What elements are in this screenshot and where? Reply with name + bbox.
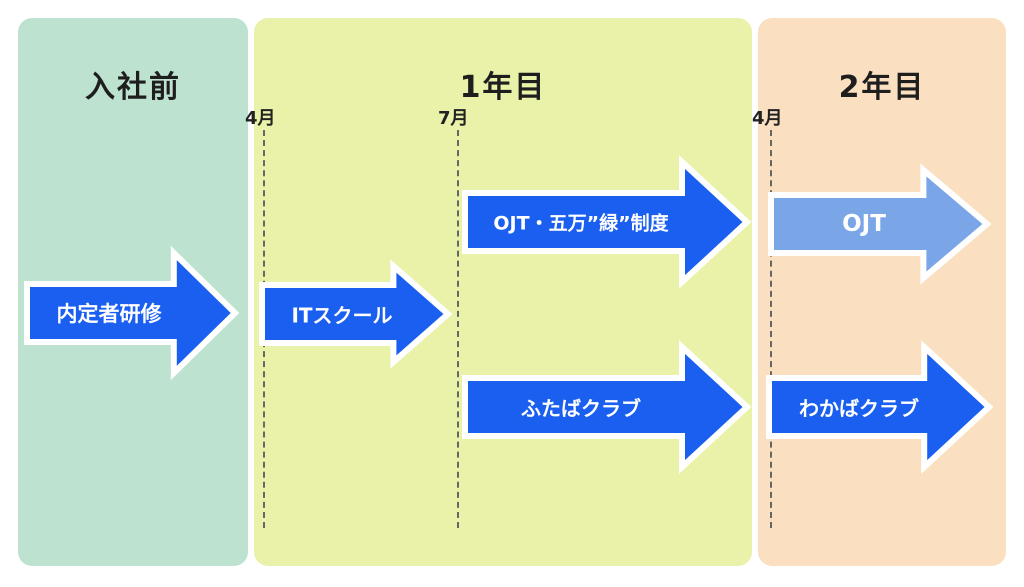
arrow-body <box>24 245 240 381</box>
month-divider-july-year-1 <box>457 130 459 528</box>
month-label-july-year-1: 7月 <box>438 108 469 129</box>
arrow-label-futaba-club: ふたばクラブ <box>521 396 641 421</box>
arrow-it-school-shape <box>259 259 453 369</box>
arrow-it-school: ITスクール <box>259 259 453 369</box>
arrow-futaba-club: ふたばクラブ <box>462 340 752 474</box>
phase-title-pre-entry: 入社前 <box>85 70 181 105</box>
phase-title-year-2: 2年目 <box>838 70 926 105</box>
arrow-body <box>766 340 994 474</box>
month-label-april-year-1: 4月 <box>245 108 276 129</box>
arrow-label-ojt: OJT <box>842 211 886 237</box>
arrow-label-it-school: ITスクール <box>291 303 393 328</box>
arrow-wakaba-club-shape <box>766 340 994 474</box>
arrow-wakaba-club: わかばクラブ <box>766 340 994 474</box>
arrow-pre-training: 内定者研修 <box>24 245 240 381</box>
arrow-label-pre-training: 内定者研修 <box>56 302 162 326</box>
arrow-body <box>259 259 453 369</box>
arrow-ojt: OJT <box>768 163 992 285</box>
arrow-body <box>768 163 992 285</box>
arrow-ojt-system: OJT・五万”緑”制度 <box>462 155 752 289</box>
arrow-body <box>462 340 752 474</box>
arrow-pre-training-shape <box>24 245 240 381</box>
arrow-label-wakaba-club: わかばクラブ <box>799 396 919 421</box>
phase-title-year-1: 1年目 <box>459 70 547 105</box>
month-divider-april-year-2 <box>770 130 772 528</box>
arrow-body <box>462 155 752 289</box>
phase-panel-year-2: 2年目 <box>758 18 1006 566</box>
arrow-ojt-shape <box>768 163 992 285</box>
arrow-ojt-system-shape <box>462 155 752 289</box>
arrow-futaba-club-shape <box>462 340 752 474</box>
month-label-april-year-2: 4月 <box>752 108 783 129</box>
arrow-label-ojt-system: OJT・五万”緑”制度 <box>493 212 669 235</box>
